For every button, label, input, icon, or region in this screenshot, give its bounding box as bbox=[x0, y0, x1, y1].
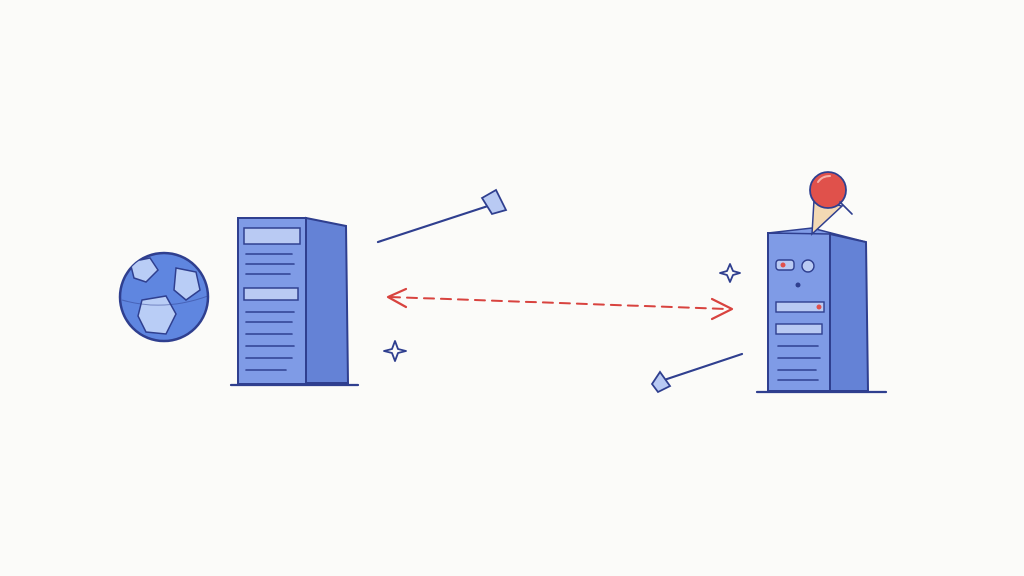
pin-icon bbox=[376, 188, 508, 244]
sparkle-icon bbox=[719, 263, 741, 283]
left-server-icon bbox=[229, 216, 360, 387]
sparkle-icon bbox=[383, 340, 407, 362]
pin-icon bbox=[650, 352, 744, 394]
map-pin-icon bbox=[809, 171, 853, 236]
right-server-icon bbox=[755, 227, 888, 394]
globe-icon bbox=[118, 251, 210, 343]
dashed-connection-arrow bbox=[386, 287, 734, 321]
